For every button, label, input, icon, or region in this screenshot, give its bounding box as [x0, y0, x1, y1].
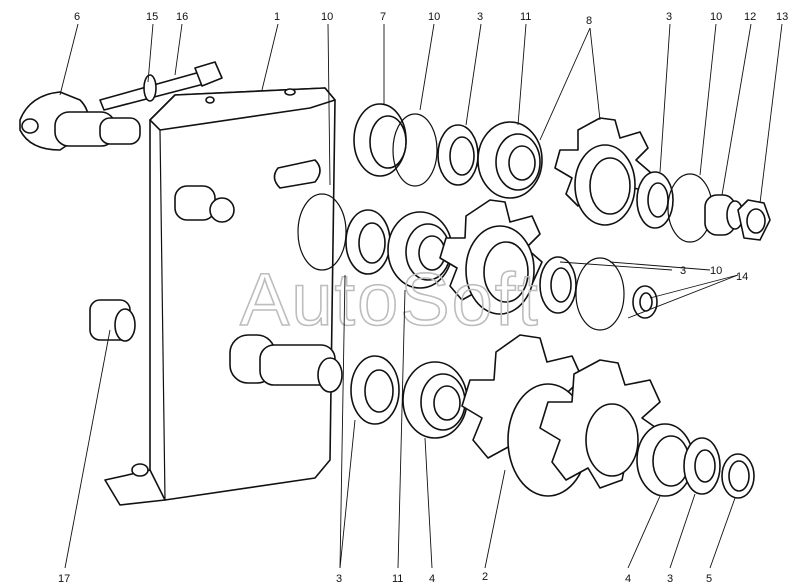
middle-washer-1	[345, 209, 391, 275]
callout-3-b: 3	[666, 11, 672, 23]
upper-stud	[174, 185, 235, 223]
upper-spacer	[704, 194, 744, 236]
upper-washer-1	[437, 124, 479, 186]
tensioner-bracket	[19, 91, 141, 151]
lower-bearing-1	[402, 361, 468, 439]
upper-nut	[737, 199, 771, 241]
watermark: AutoSoft	[240, 258, 540, 341]
lower-washer-2	[683, 437, 721, 495]
upper-washer-2	[636, 171, 674, 229]
callout-6: 6	[74, 11, 80, 23]
callout-10-a: 10	[321, 11, 333, 23]
callout-10-c: 10	[710, 11, 722, 23]
callout-2: 2	[482, 571, 488, 583]
callout-11-b: 11	[392, 573, 403, 585]
upper-sprocket	[554, 117, 651, 226]
callout-5: 5	[706, 573, 712, 585]
callout-10-d: 10	[710, 265, 722, 277]
callout-8: 8	[586, 15, 592, 27]
adjuster-bolt	[99, 61, 223, 111]
callout-3-c: 3	[680, 265, 686, 277]
callout-10-b: 10	[428, 11, 440, 23]
middle-small-washer	[632, 285, 658, 319]
callout-3-d: 3	[336, 573, 342, 585]
callout-4-a: 4	[429, 573, 435, 585]
callout-11-a: 11	[520, 11, 531, 23]
callout-7: 7	[380, 11, 386, 23]
upper-bearing	[477, 121, 543, 199]
bushing	[89, 299, 136, 342]
upper-circlip-1	[392, 113, 438, 187]
leader-lines	[59, 23, 783, 569]
callout-13: 13	[776, 11, 788, 23]
lower-double-sprocket	[461, 334, 663, 497]
callout-15: 15	[146, 11, 158, 23]
middle-circlip-2	[575, 257, 625, 331]
lower-circlip	[721, 453, 755, 499]
callout-17: 17	[58, 573, 70, 585]
middle-sprocket	[439, 199, 543, 315]
callout-16: 16	[176, 11, 188, 23]
callout-3-e: 3	[667, 573, 673, 585]
middle-washer-2	[539, 256, 577, 314]
callout-1: 1	[274, 11, 280, 23]
lower-stud	[229, 334, 343, 393]
lower-washer-1	[350, 355, 400, 425]
middle-bearing	[387, 211, 453, 289]
callout-4-b: 4	[625, 573, 631, 585]
upper-seal-ring	[353, 103, 407, 177]
callout-3-a: 3	[477, 11, 483, 23]
middle-circlip-1	[297, 193, 347, 271]
callout-14: 14	[736, 271, 748, 283]
lower-bearing-2	[636, 423, 694, 497]
callout-12: 12	[744, 11, 756, 23]
callout-labels: 6 15 16 1 10 7 10 3 11 8 3 10 12 13 3 10…	[58, 11, 788, 585]
